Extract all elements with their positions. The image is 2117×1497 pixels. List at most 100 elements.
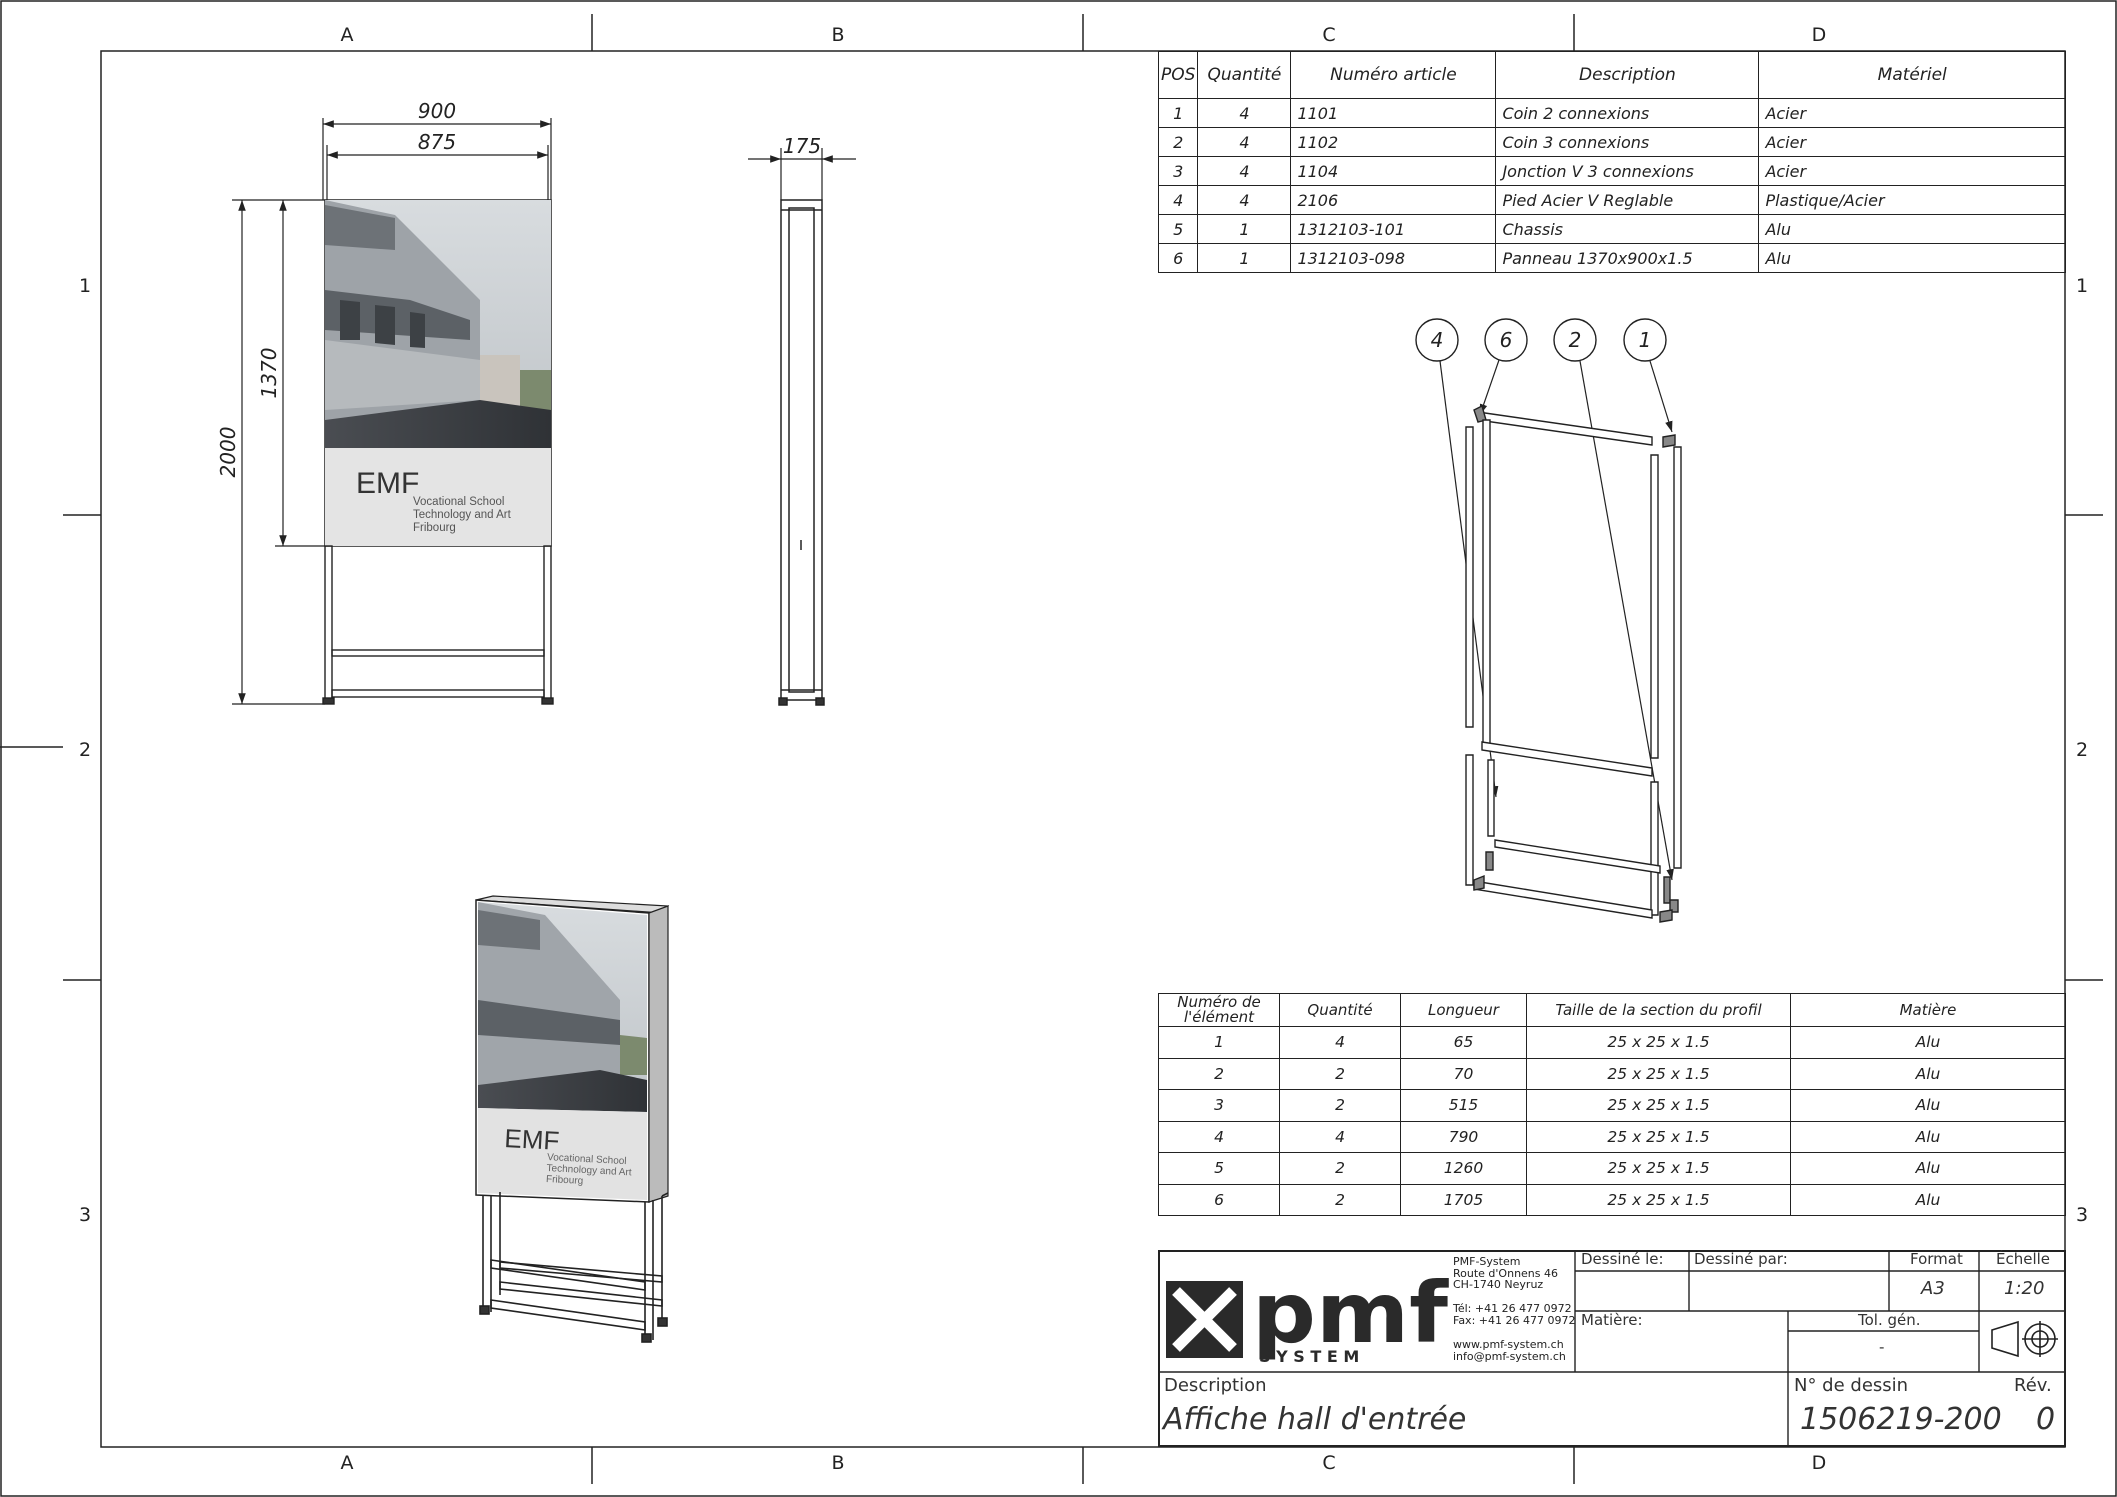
poster-line3: Fribourg [413, 522, 456, 534]
cut-element: 4 [1158, 1120, 1280, 1153]
dim-height-panel: 1370 [257, 348, 281, 399]
cut-section: 25 x 25 x 1.5 [1526, 1026, 1791, 1059]
bom-pos: 4 [1157, 185, 1199, 215]
cut-element: 2 [1158, 1057, 1280, 1090]
cut-matter: Alu [1790, 1183, 2066, 1216]
dim-width-outer: 900 [418, 99, 456, 123]
header-length: Longueur [1400, 993, 1527, 1027]
scale-label: Échelle [1996, 1250, 2051, 1268]
bom-description: Jonction V 3 connexions [1495, 156, 1760, 186]
phone: Tél: +41 26 477 0972 [1453, 1302, 1572, 1315]
cut-length: 65 [1400, 1026, 1527, 1059]
cut-element: 1 [1158, 1026, 1280, 1059]
col-label-top-c: C [1322, 24, 1335, 46]
website-link[interactable]: www.pmf-system.ch [1453, 1338, 1564, 1351]
row-label-left-1: 1 [79, 275, 91, 297]
logo-wordmark: pmf [1252, 1264, 1450, 1362]
company-address: PMF-System Route d'Onnens 46 CH-1740 Ney… [1453, 1256, 1558, 1291]
cut-element: 3 [1158, 1089, 1280, 1122]
description-label: Description [1164, 1375, 1267, 1396]
scale-value: 1:20 [2004, 1278, 2045, 1299]
company-web: www.pmf-system.ch info@pmf-system.ch [1453, 1339, 1566, 1362]
title-block-lines [1158, 1250, 2066, 1447]
cut-section: 25 x 25 x 1.5 [1526, 1152, 1791, 1185]
bom-qty: 4 [1197, 127, 1292, 157]
cut-qty: 4 [1279, 1120, 1401, 1153]
cut-section: 25 x 25 x 1.5 [1526, 1183, 1791, 1216]
balloon-label-6: 6 [1500, 328, 1513, 352]
grid-labels: A B C D A B C D 1 2 3 1 2 3 [79, 24, 2088, 1474]
bom-qty: 1 [1197, 214, 1292, 244]
address-line2: Route d'Onnens 46 [1453, 1266, 1558, 1280]
bom-material: Plastique/Acier [1758, 185, 2066, 215]
cut-matter: Alu [1790, 1026, 2066, 1059]
iso-poster-line2: Technology and Art [546, 1163, 632, 1178]
iso-poster-line3: Fribourg [546, 1174, 584, 1187]
col-label-top-d: D [1812, 24, 1827, 46]
row-label-left-3: 3 [79, 1204, 91, 1226]
bom-article: 1312103-098 [1290, 243, 1497, 273]
bom-article: 1102 [1290, 127, 1497, 157]
header-element-number: Numéro de l'élément [1158, 993, 1280, 1027]
address-line1: PMF-System [1453, 1255, 1521, 1268]
poster-photo [325, 200, 551, 448]
title-block [1158, 1250, 2066, 1447]
drawn-by-label: Dessiné par: [1694, 1250, 1788, 1268]
address-line3: CH-1740 Neyruz [1453, 1278, 1544, 1291]
col-label-top-b: B [831, 24, 844, 46]
bom-qty: 4 [1197, 185, 1292, 215]
col-label-bottom-b: B [831, 1452, 844, 1474]
cut-length: 1705 [1400, 1183, 1527, 1216]
header-quantity: Quantité [1279, 993, 1401, 1027]
bom-article: 1101 [1290, 98, 1497, 128]
cut-matter: Alu [1790, 1089, 2066, 1122]
balloon-4 [1415, 318, 1459, 362]
format-value: A3 [1921, 1278, 1945, 1299]
dim-depth: 175 [783, 134, 821, 158]
material-label: Matière: [1581, 1311, 1643, 1329]
bom-qty: 4 [1197, 156, 1292, 186]
cut-qty: 2 [1279, 1057, 1401, 1090]
bom-description: Coin 3 connexions [1495, 127, 1760, 157]
row-label-right-2: 2 [2076, 739, 2088, 761]
balloon-2 [1553, 318, 1597, 362]
balloon-label-2: 2 [1569, 328, 1582, 352]
exploded-view [1415, 318, 1682, 923]
cut-qty: 2 [1279, 1183, 1401, 1216]
bom-material: Alu [1758, 243, 2066, 273]
bom-article: 2106 [1290, 185, 1497, 215]
bom-material: Acier [1758, 156, 2066, 186]
email-link[interactable]: info@pmf-system.ch [1453, 1349, 1566, 1363]
header-material: Matériel [1758, 51, 2066, 99]
header-matter: Matière [1790, 993, 2066, 1027]
bom-qty: 1 [1197, 243, 1292, 273]
bom-pos: 3 [1157, 156, 1199, 186]
bom-article: 1312103-101 [1290, 214, 1497, 244]
bom-description: Chassis [1495, 214, 1760, 244]
cut-matter: Alu [1790, 1120, 2066, 1153]
poster-title: EMF [356, 467, 419, 500]
cut-section: 25 x 25 x 1.5 [1526, 1120, 1791, 1153]
header-article-number: Numéro article [1290, 51, 1497, 99]
iso-poster-title: EMF [504, 1123, 560, 1156]
cut-qty: 2 [1279, 1152, 1401, 1185]
cut-length: 515 [1400, 1089, 1527, 1122]
poster-front: EMF Vocational School Technology and Art… [324, 199, 552, 547]
poster-line1: Vocational School [413, 496, 504, 508]
cut-qty: 2 [1279, 1089, 1401, 1122]
parts-list-header: POS Quantité Numéro article Description … [1157, 51, 2066, 99]
isometric-view: EMF Vocational School Technology and Art… [475, 895, 670, 1343]
bom-material: Alu [1758, 214, 2066, 244]
logo-subtitle: S Y S T E M [1259, 1347, 1359, 1366]
bom-description: Panneau 1370x900x1.5 [1495, 243, 1760, 273]
